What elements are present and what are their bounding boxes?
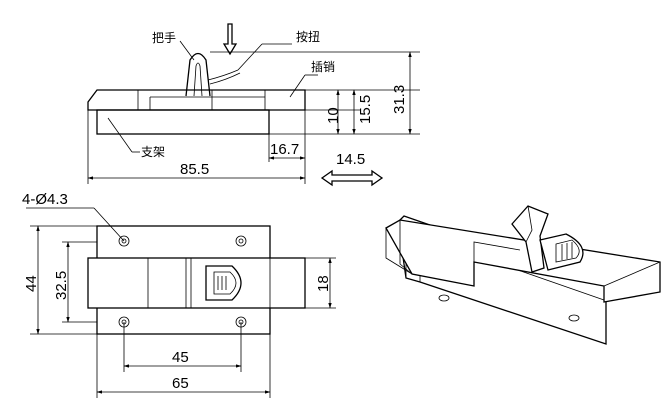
- dim-height-mid: 15.5: [357, 95, 374, 124]
- dim-base-length: 65: [172, 375, 189, 392]
- dim-holes: 4-Ø4.3: [22, 191, 68, 208]
- dim-pin-dia: 18: [315, 275, 332, 292]
- label-pin: 插销: [311, 60, 335, 74]
- label-button: 按扭: [296, 30, 320, 44]
- isometric-view: [385, 205, 661, 345]
- label-handle: 把手: [152, 31, 176, 45]
- dim-stroke: 14.5: [336, 151, 365, 168]
- top-view: [26, 207, 336, 398]
- dim-width-inner: 32.5: [53, 271, 70, 300]
- dim-width-outer: 44: [23, 275, 40, 292]
- dim-length-total: 85.5: [180, 161, 209, 178]
- dim-hole-spacing: 45: [172, 349, 189, 366]
- front-view: [87, 23, 420, 187]
- dim-height-low: 10: [325, 107, 342, 124]
- dim-offset: 16.7: [270, 141, 299, 158]
- dim-height-total: 31.3: [391, 85, 408, 114]
- label-bracket: 支架: [141, 145, 165, 159]
